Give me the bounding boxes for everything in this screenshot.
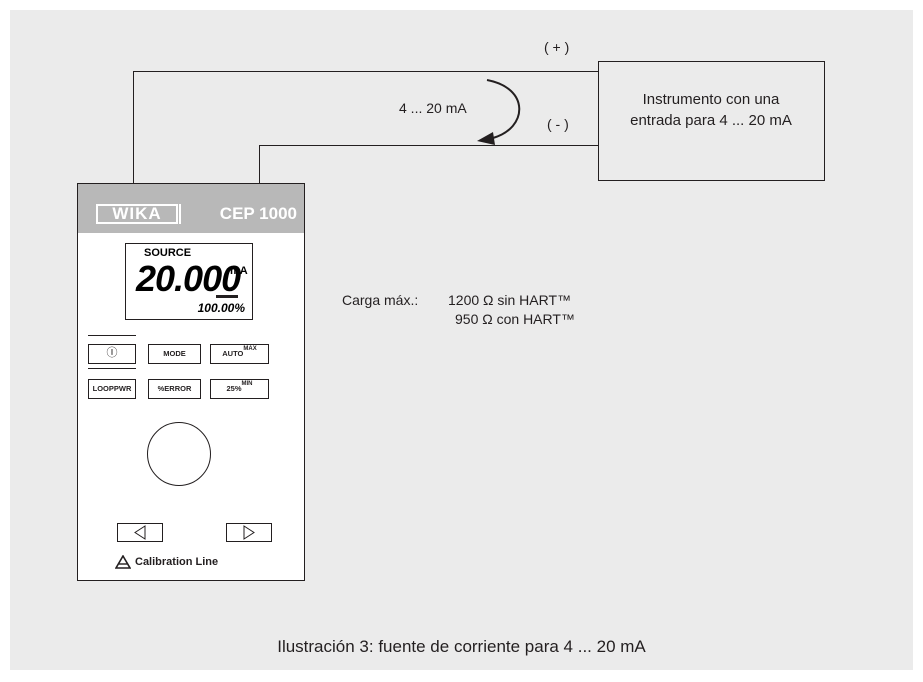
- display-percent: 100.00%: [197, 301, 245, 315]
- brand-line-text: Calibration Line: [135, 556, 219, 568]
- looppwr-button[interactable]: LOOPPWR: [88, 379, 136, 399]
- plus-wire: [133, 71, 599, 183]
- device-header: WIKA CEP 1000: [78, 184, 304, 233]
- percent-error-button[interactable]: %ERROR: [148, 379, 201, 399]
- left-arrow-button[interactable]: [117, 523, 163, 542]
- power-button[interactable]: Ⓘ: [88, 344, 136, 364]
- wika-logo: WIKA: [96, 204, 178, 224]
- instrument-box: [598, 61, 825, 181]
- wika-logo-bar: [179, 204, 181, 224]
- instrument-box-line2: entrada para 4 ... 20 mA: [630, 112, 792, 129]
- calibrator-device: WIKA CEP 1000 SOURCE 20.000 mA 100.00% Ⓘ…: [77, 183, 305, 581]
- load-value-with-hart: 950 Ω con HART™: [455, 311, 575, 327]
- left-arrow-icon: [134, 525, 146, 540]
- step-25-min-button[interactable]: 25%MIN: [210, 379, 269, 399]
- lcd-display: SOURCE 20.000 mA 100.00%: [125, 243, 253, 320]
- minus-terminal-label: ( - ): [547, 116, 569, 132]
- load-value-without-hart: 1200 Ω sin HART™: [448, 292, 572, 308]
- calibration-triangle-icon: [115, 555, 131, 569]
- current-flow-arrowhead: [477, 132, 495, 145]
- current-label: 4 ... 20 mA: [399, 100, 467, 116]
- mode-button[interactable]: MODE: [148, 344, 201, 364]
- power-button-bar-bottom: [88, 368, 136, 369]
- current-flow-arrow: [486, 79, 521, 139]
- minus-wire: [259, 145, 599, 183]
- step-25-label: 25%: [226, 384, 242, 393]
- display-mode: SOURCE: [144, 247, 192, 259]
- display-unit: mA: [230, 265, 248, 277]
- right-arrow-icon: [243, 525, 255, 540]
- load-label: Carga máx.:: [342, 292, 419, 308]
- rotary-knob[interactable]: [147, 422, 211, 486]
- right-arrow-button[interactable]: [226, 523, 272, 542]
- instrument-box-line1: Instrumento con una: [642, 91, 780, 108]
- max-superscript: MAX: [243, 346, 257, 352]
- auto-button-label: AUTO: [222, 349, 244, 358]
- power-button-bar-top: [88, 335, 136, 336]
- display-value: 20.000: [136, 258, 241, 299]
- display-cursor: [216, 295, 238, 298]
- min-superscript: MIN: [241, 381, 253, 387]
- model-name: CEP 1000: [219, 204, 297, 223]
- auto-max-button[interactable]: AUTOMAX: [210, 344, 269, 364]
- plus-terminal-label: ( + ): [544, 39, 570, 55]
- figure-caption: Ilustración 3: fuente de corriente para …: [277, 637, 646, 656]
